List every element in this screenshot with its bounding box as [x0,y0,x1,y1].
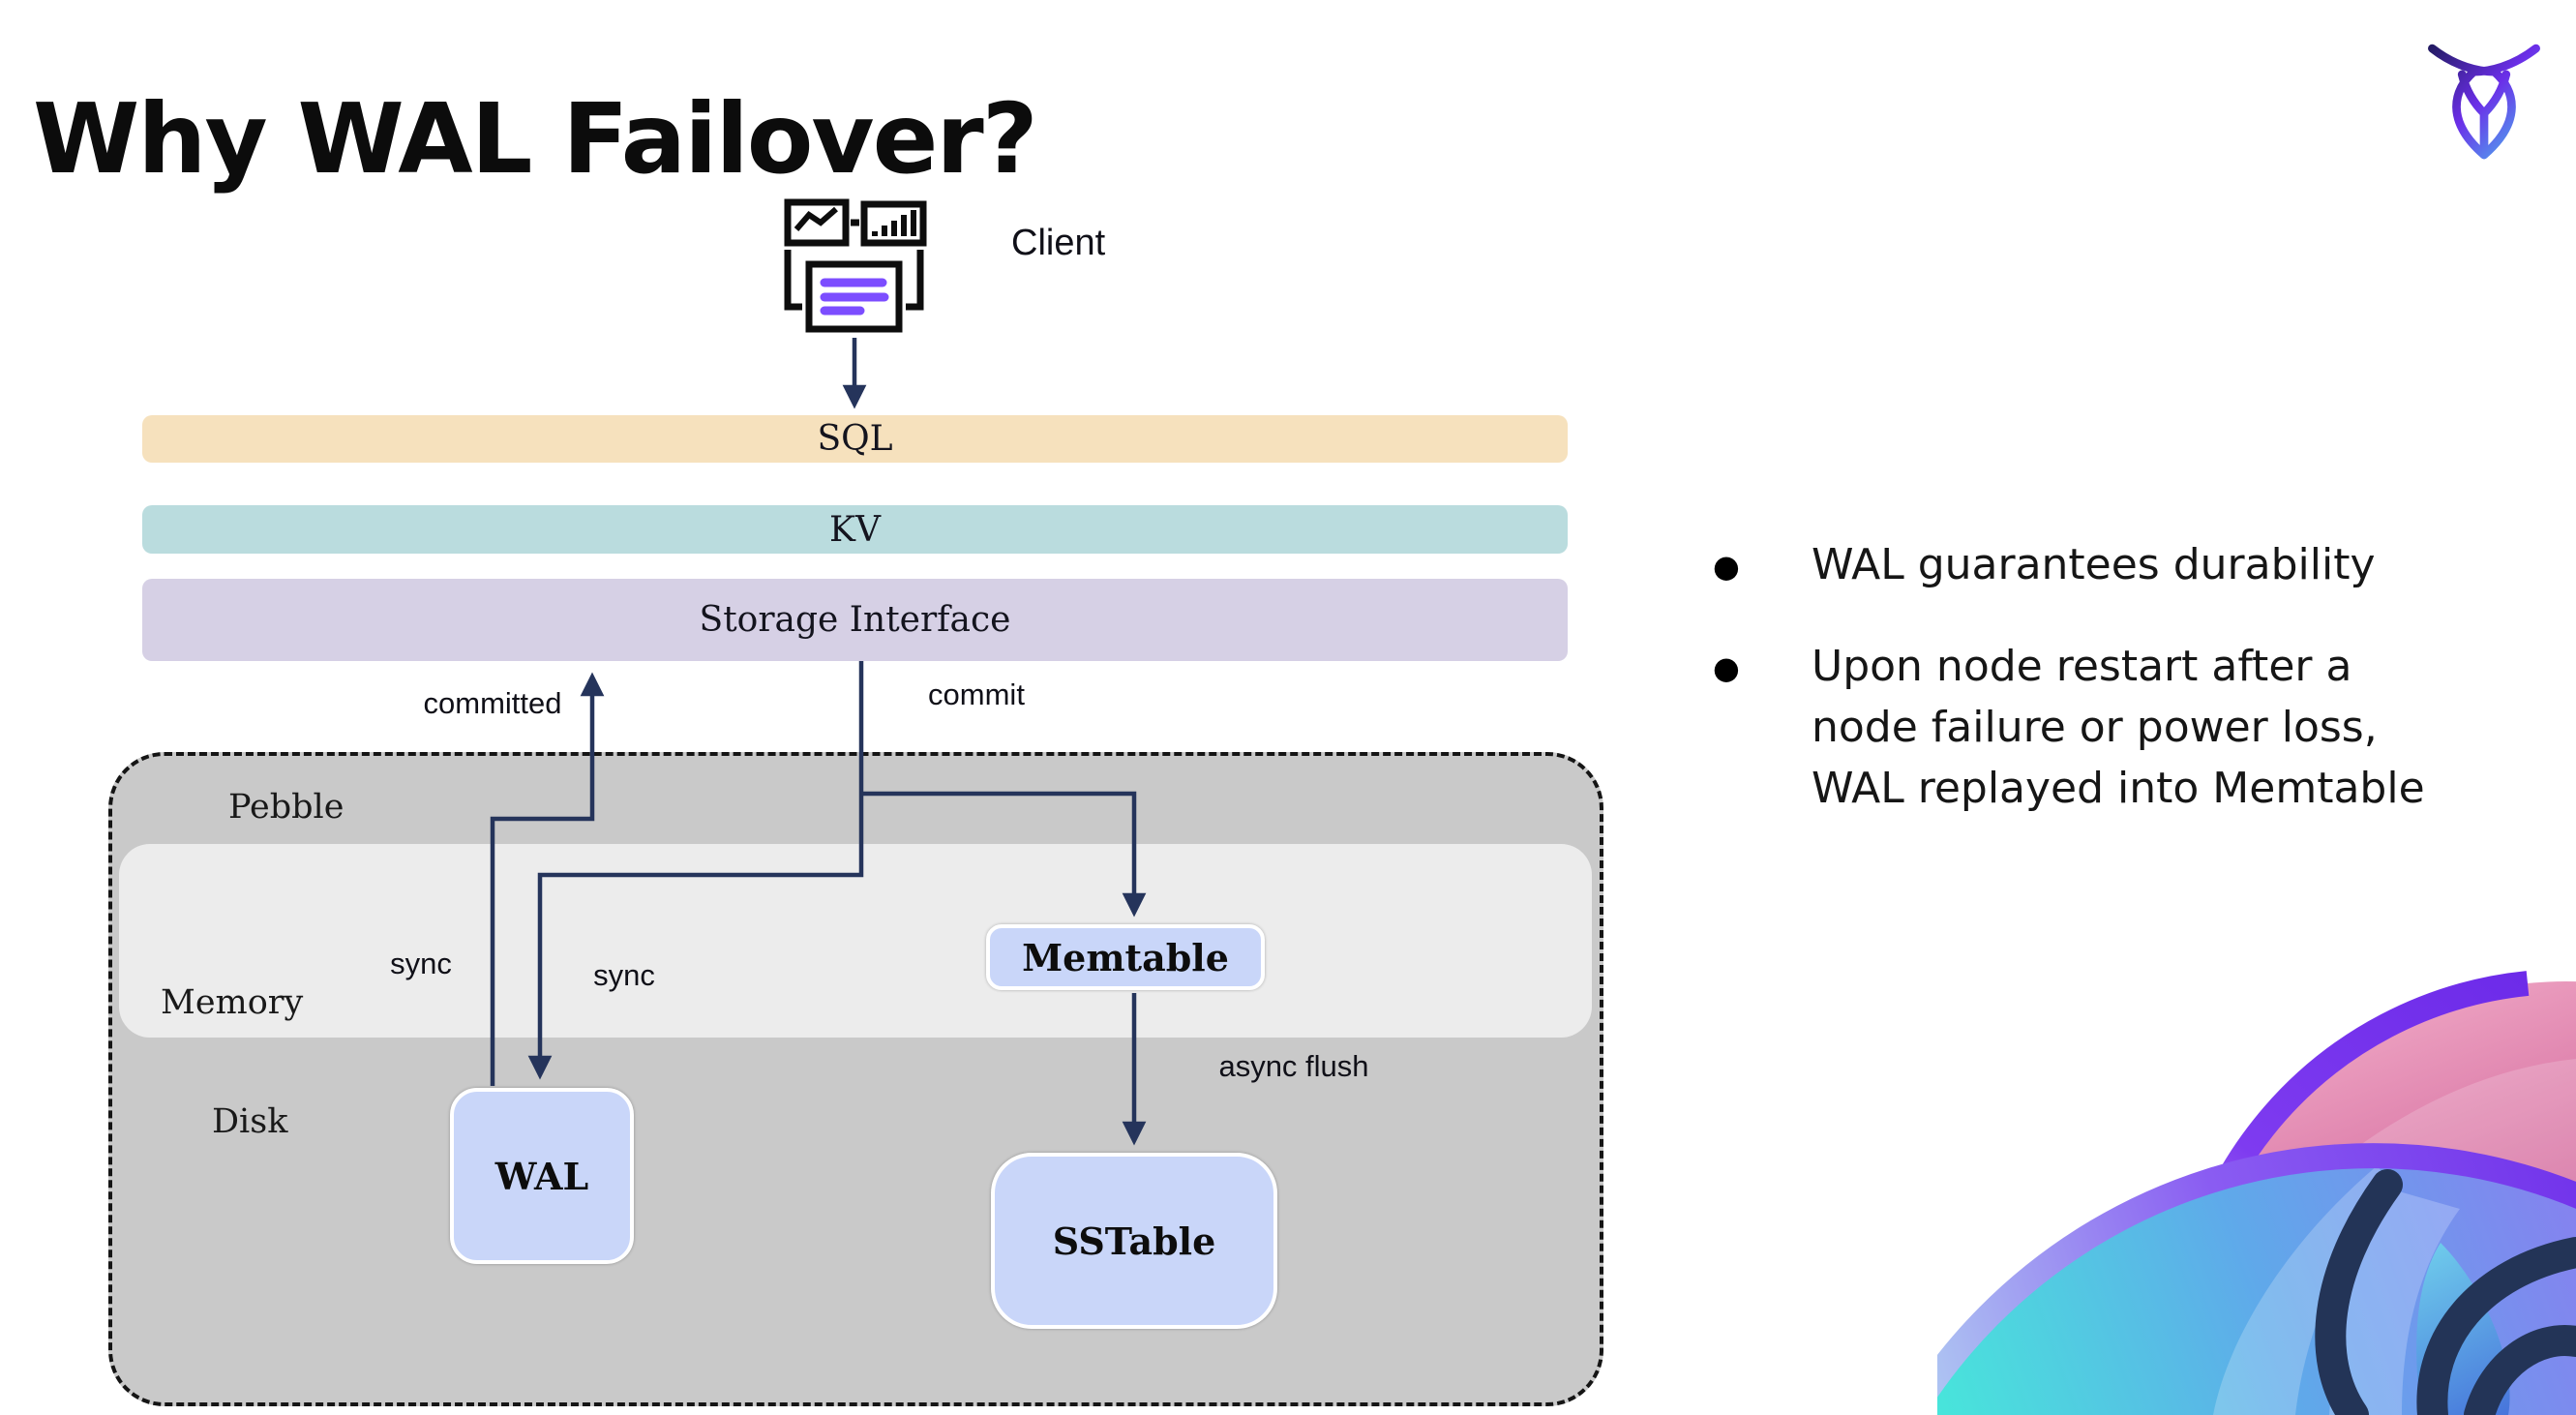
node-wal: WAL [450,1088,634,1264]
brand-corner-graphic-icon [1937,971,2576,1415]
client-label: Client [1011,223,1106,263]
layer-kv-label: KV [829,509,881,550]
edge-label-committed: committed [423,686,562,720]
bullet-text: WAL guarantees durability [1812,540,2376,589]
bullet-item: WAL guarantees durability [1711,534,2446,597]
layer-storage-interface: Storage Interface [142,579,1568,661]
bullet-text: Upon node restart after a node failure o… [1812,642,2425,813]
edge-label-async-flush: async flush [1218,1049,1369,1083]
edge-label-sync-left: sync [390,947,452,980]
layer-sql-label: SQL [817,419,893,459]
edge-label-sync-right: sync [593,958,655,992]
node-memtable-label: Memtable [1022,935,1229,979]
pebble-label: Pebble [228,788,344,827]
memory-label: Memory [161,983,304,1022]
cockroachdb-logo-icon [2428,44,2540,160]
disk-label: Disk [212,1102,288,1141]
layer-storage-label: Storage Interface [699,600,1011,640]
bullet-item: Upon node restart after a node failure o… [1711,636,2446,819]
layer-sql: SQL [142,415,1568,463]
memory-region [119,844,1592,1038]
layer-kv: KV [142,505,1568,554]
edge-label-commit: commit [928,677,1025,711]
node-memtable: Memtable [986,924,1265,990]
page-title: Why WAL Failover? [33,82,1038,196]
node-sstable: SSTable [991,1153,1277,1329]
client-icon [784,198,927,333]
node-sstable-label: SSTable [1052,1219,1216,1263]
bullet-list: WAL guarantees durability Upon node rest… [1711,534,2446,819]
node-wal-label: WAL [494,1154,589,1198]
